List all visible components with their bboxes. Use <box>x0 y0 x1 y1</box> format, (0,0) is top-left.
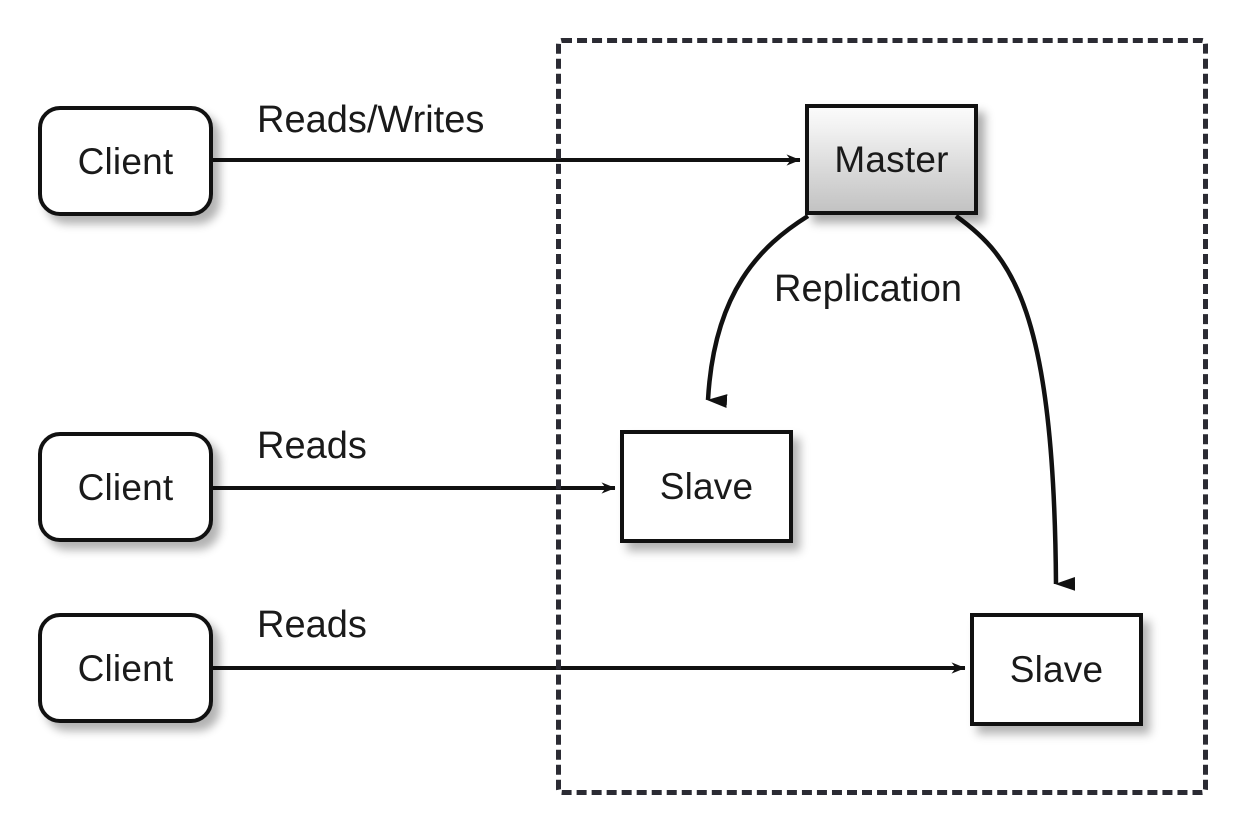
edge-label-reads-bottom: Reads <box>257 604 367 646</box>
node-client-3[interactable]: Client <box>38 613 213 723</box>
node-label: Master <box>834 139 949 180</box>
node-label: Slave <box>659 466 754 507</box>
node-slave-2[interactable]: Slave <box>970 613 1143 726</box>
node-label: Client <box>77 140 174 182</box>
node-label: Client <box>77 466 174 508</box>
connector-master-slave2 <box>954 214 1076 591</box>
edge-label-replication: Replication <box>774 268 962 310</box>
edge-label-reads-middle: Reads <box>257 425 367 467</box>
edge-label-reads-writes: Reads/Writes <box>257 99 485 141</box>
node-label: Slave <box>1009 649 1104 690</box>
node-label: Client <box>77 647 174 689</box>
node-client-2[interactable]: Client <box>38 432 213 542</box>
node-master[interactable]: Master <box>805 104 978 215</box>
node-slave-1[interactable]: Slave <box>620 430 793 543</box>
connector-master-slave1 <box>705 214 810 408</box>
node-client-1[interactable]: Client <box>38 106 213 216</box>
